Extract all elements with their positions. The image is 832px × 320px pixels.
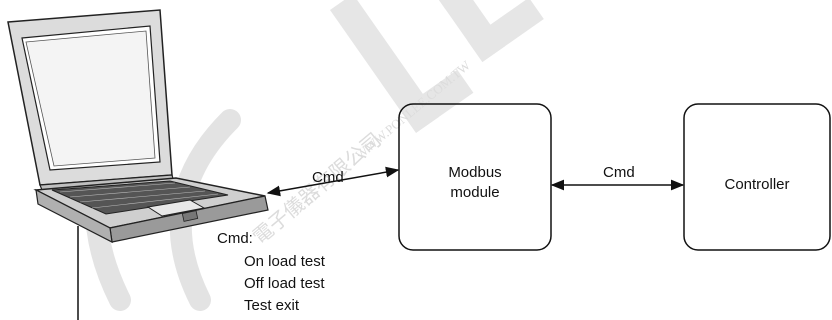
cmd-item-test-exit: Test exit bbox=[244, 297, 300, 314]
arrow-label-cmd-left: Cmd bbox=[312, 169, 344, 186]
cmd-list-title: Cmd: bbox=[217, 230, 253, 247]
laptop-icon bbox=[7, 9, 269, 320]
modbus-module-box bbox=[398, 103, 552, 251]
modbus-module-label: Modbus module bbox=[399, 163, 551, 203]
controller-box bbox=[683, 103, 831, 251]
controller-label: Controller bbox=[724, 176, 790, 193]
cmd-item-on-load: On load test bbox=[244, 253, 325, 270]
modbus-module-line1: Modbus bbox=[448, 164, 502, 181]
modbus-module-line2: module bbox=[450, 184, 500, 201]
cmd-item-off-load: Off load test bbox=[244, 275, 325, 292]
arrow-laptop-module bbox=[266, 166, 400, 197]
arrow-label-cmd-right: Cmd bbox=[603, 164, 635, 181]
